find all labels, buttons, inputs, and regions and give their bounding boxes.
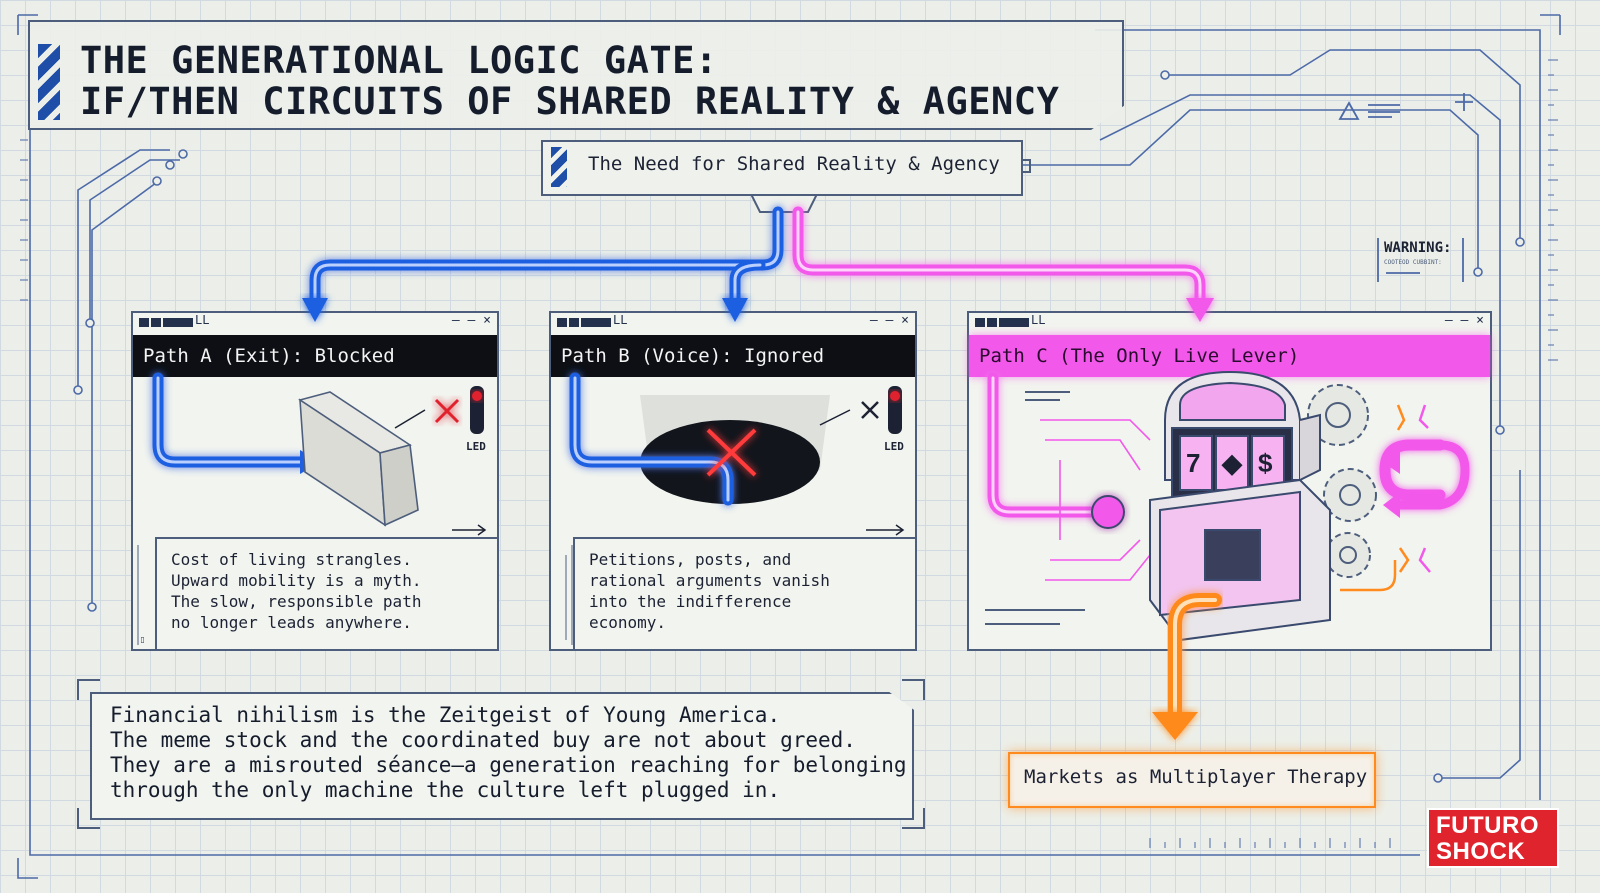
titlebar-blocks-icon <box>557 318 611 327</box>
panel-header: Path A (Exit): Blocked <box>133 335 497 377</box>
svg-text:7: 7 <box>1186 448 1200 478</box>
title-line-1: THE GENERATIONAL LOGIC GATE: <box>80 39 718 82</box>
led-label: LED <box>884 440 904 453</box>
source-stripe-icon <box>551 147 567 187</box>
title-line-2: IF/THEN CIRCUITS OF SHARED REALITY & AGE… <box>80 80 1060 123</box>
futuro-shock-logo <box>1427 808 1559 868</box>
titlebar-text: LL <box>613 313 628 327</box>
panel-description: Petitions, posts, and rational arguments… <box>573 537 915 649</box>
svg-text:$: $ <box>1258 448 1273 478</box>
panel-titlebar: LL – – × <box>551 313 915 333</box>
panel-header: Path C (The Only Live Lever) <box>969 335 1490 377</box>
titlebar-text: LL <box>195 313 210 327</box>
output-node-label: Markets as Multiplayer Therapy <box>1024 766 1368 788</box>
panel-titlebar: LL – – × <box>969 313 1490 333</box>
window-controls[interactable]: – – × <box>451 313 491 328</box>
title-stripe-icon <box>38 44 60 120</box>
logo-word-2: SHOCK <box>1436 838 1526 865</box>
window-controls[interactable]: – – × <box>869 313 909 328</box>
output-node <box>1008 752 1376 808</box>
source-node-label: The Need for Shared Reality & Agency <box>588 153 1000 175</box>
logo-word-1: FUTURO <box>1436 812 1539 839</box>
panel-path-a: LL – – × Path A (Exit): Blocked Cost of … <box>131 311 499 651</box>
window-controls[interactable]: – – × <box>1444 313 1484 328</box>
titlebar-blocks-icon <box>139 318 193 327</box>
panel-description: Cost of living strangles. Upward mobilit… <box>155 537 497 649</box>
warning-sublabel: COOTEOD CUBBINT: <box>1384 259 1442 266</box>
warning-label: WARNING: <box>1384 240 1452 256</box>
statement-line-1: Financial nihilism is the Zeitgeist of Y… <box>110 703 781 727</box>
source-node <box>541 140 1023 196</box>
statement-line-4: through the only machine the culture lef… <box>110 778 781 802</box>
svg-text:◆: ◆ <box>1221 448 1243 478</box>
statement-box <box>90 692 914 820</box>
led-label: LED <box>466 440 486 453</box>
statement-text: Financial nihilism is the Zeitgeist of Y… <box>110 703 907 803</box>
titlebar-text: LL <box>1031 313 1046 327</box>
statement-line-2: The meme stock and the coordinated buy a… <box>110 728 856 752</box>
statement-line-3: They are a misrouted séance—a generation… <box>110 753 907 777</box>
panel-path-b: LL – – × Path B (Voice): Ignored Petitio… <box>549 311 917 651</box>
title-frame <box>28 20 1124 130</box>
panel-titlebar: LL – – × <box>133 313 497 333</box>
titlebar-blocks-icon <box>975 318 1029 327</box>
panel-header: Path B (Voice): Ignored <box>551 335 915 377</box>
page-title: THE GENERATIONAL LOGIC GATE: IF/THEN CIR… <box>80 40 1059 122</box>
